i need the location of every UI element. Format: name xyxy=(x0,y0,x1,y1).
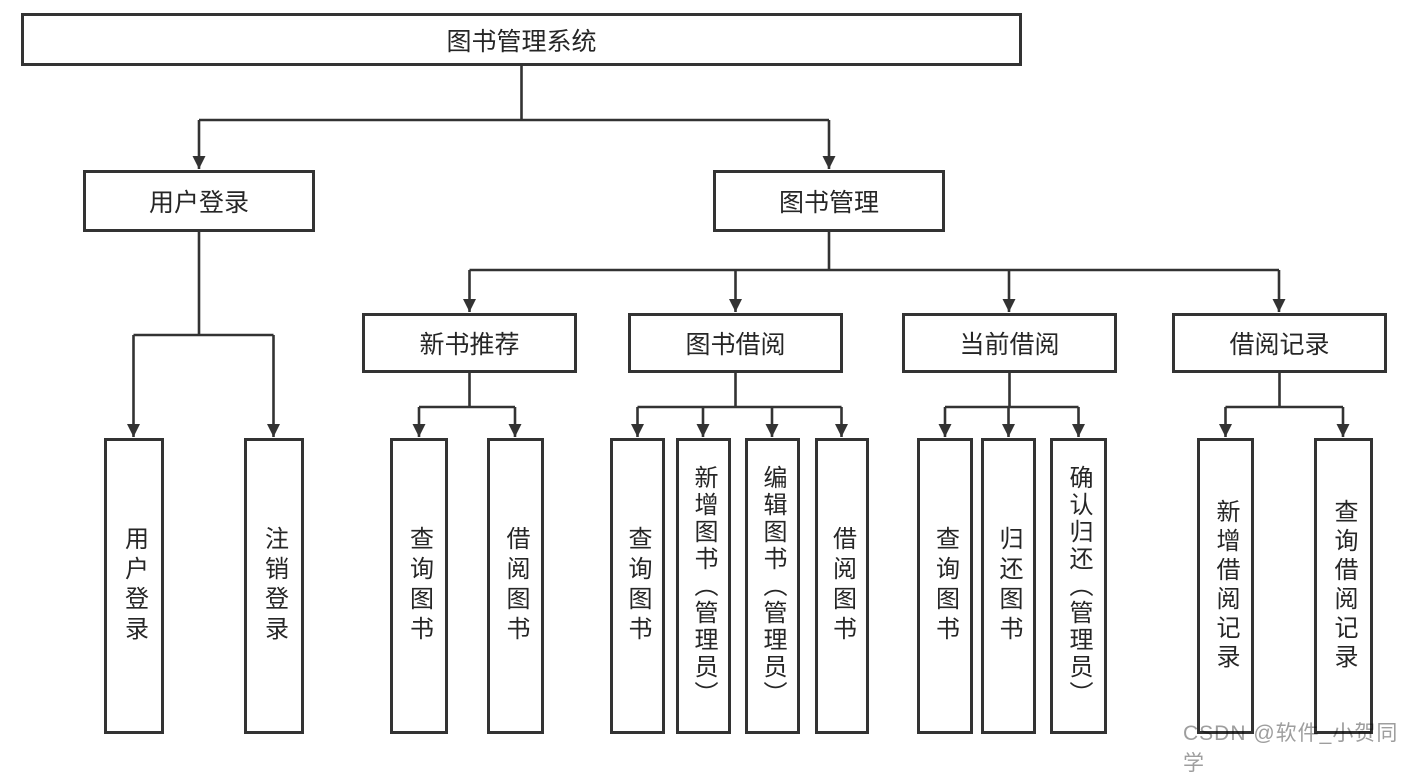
leaf-query-books-current: 查询图书 xyxy=(917,438,973,734)
node-new-book-recommendation: 新书推荐 xyxy=(362,313,577,373)
leaf-borrow-books: 借阅图书 xyxy=(815,438,869,734)
leaf-add-borrow-record: 新增借阅记录 xyxy=(1197,438,1254,734)
connector-current-children xyxy=(938,373,1085,437)
leaf-confirm-return-admin: 确认归还（管理员） xyxy=(1050,438,1107,734)
connector-recommend-children xyxy=(412,373,522,437)
diagram-canvas: 图书管理系统 用户登录 图书管理 新书推荐 图书借阅 当前借阅 借阅记录 用户登… xyxy=(21,13,1398,775)
connector-login-children xyxy=(127,232,280,437)
connectors-svg xyxy=(127,65,1350,437)
leaf-query-books-borrow: 查询图书 xyxy=(610,438,665,734)
node-user-login: 用户登录 xyxy=(83,170,315,232)
leaf-borrow-books-recommend: 借阅图书 xyxy=(487,438,544,734)
node-book-management: 图书管理 xyxy=(713,170,945,232)
leaf-query-borrow-record: 查询借阅记录 xyxy=(1314,438,1373,734)
watermark-text: CSDN @软件_小贺同学 xyxy=(1183,722,1399,775)
leaf-user-login: 用户登录 xyxy=(104,438,164,734)
connector-management-to-level3 xyxy=(463,232,1286,312)
leaf-logout-login: 注销登录 xyxy=(244,438,304,734)
node-current-borrowing: 当前借阅 xyxy=(902,313,1117,373)
leaf-edit-books-admin: 编辑图书（管理员） xyxy=(745,438,800,734)
leaf-return-books: 归还图书 xyxy=(981,438,1036,734)
connector-records-children xyxy=(1219,373,1350,437)
node-borrowing-records: 借阅记录 xyxy=(1172,313,1387,373)
connector-root-to-level2 xyxy=(192,65,836,169)
connector-borrow-children xyxy=(631,373,848,437)
leaf-query-books-recommend: 查询图书 xyxy=(390,438,448,734)
node-root: 图书管理系统 xyxy=(21,13,1022,66)
node-book-borrowing: 图书借阅 xyxy=(628,313,843,373)
leaf-add-books-admin: 新增图书（管理员） xyxy=(676,438,731,734)
